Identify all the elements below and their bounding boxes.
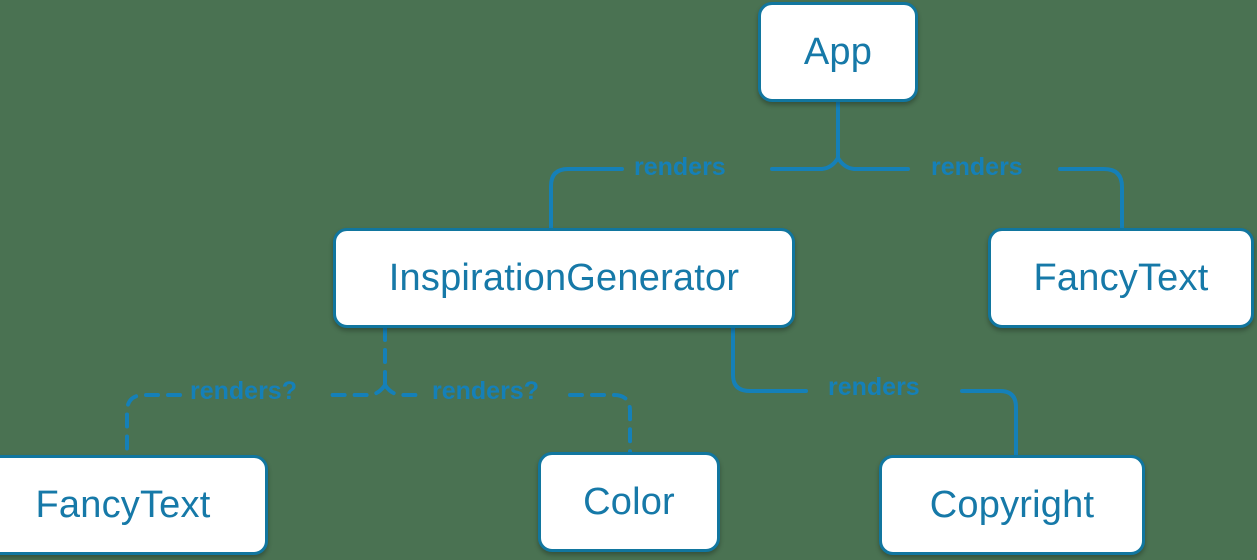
edge-inspgen-to-color-seg-a	[383, 383, 426, 397]
edge-app-to-fancytext-left-seg	[836, 156, 910, 171]
edge-inspgen-to-fancytext-bottom-seg-b	[125, 393, 182, 457]
node-copyright-label: Copyright	[929, 484, 1095, 526]
edge-label-app-inspgen: renders	[634, 153, 726, 181]
edge-inspgen-to-copyright-left-seg	[731, 326, 808, 393]
node-inspirationgenerator[interactable]: InspirationGenerator	[333, 228, 795, 328]
edge-label-inspgen-fancytext: renders?	[190, 377, 297, 405]
node-fancytext-right-label: FancyText	[1033, 257, 1209, 299]
node-inspirationgenerator-label: InspirationGenerator	[388, 257, 740, 299]
node-color-label: Color	[583, 481, 675, 523]
edge-label-inspgen-color: renders?	[432, 377, 539, 405]
node-fancytext-bottom-label: FancyText	[35, 484, 211, 526]
node-color[interactable]: Color	[538, 452, 720, 552]
edge-inspgen-to-color-seg-b	[568, 393, 632, 454]
node-app[interactable]: App	[758, 2, 918, 102]
node-copyright[interactable]: Copyright	[879, 455, 1145, 555]
edge-label-inspgen-copyright: renders	[828, 373, 920, 401]
node-fancytext-right[interactable]: FancyText	[988, 228, 1254, 328]
edge-label-app-fancytext: renders	[931, 153, 1023, 181]
edge-inspgen-to-fancytext-bottom-seg-a	[330, 383, 387, 397]
edge-app-to-fancytext-right-seg	[1058, 167, 1124, 230]
node-fancytext-bottom[interactable]: FancyText	[0, 455, 268, 555]
edge-app-to-inspgen-right-seg	[770, 156, 840, 171]
edge-inspgen-to-copyright-right-seg	[960, 389, 1018, 457]
node-app-label: App	[803, 31, 873, 73]
edge-app-to-inspgen-left-seg	[549, 167, 624, 230]
